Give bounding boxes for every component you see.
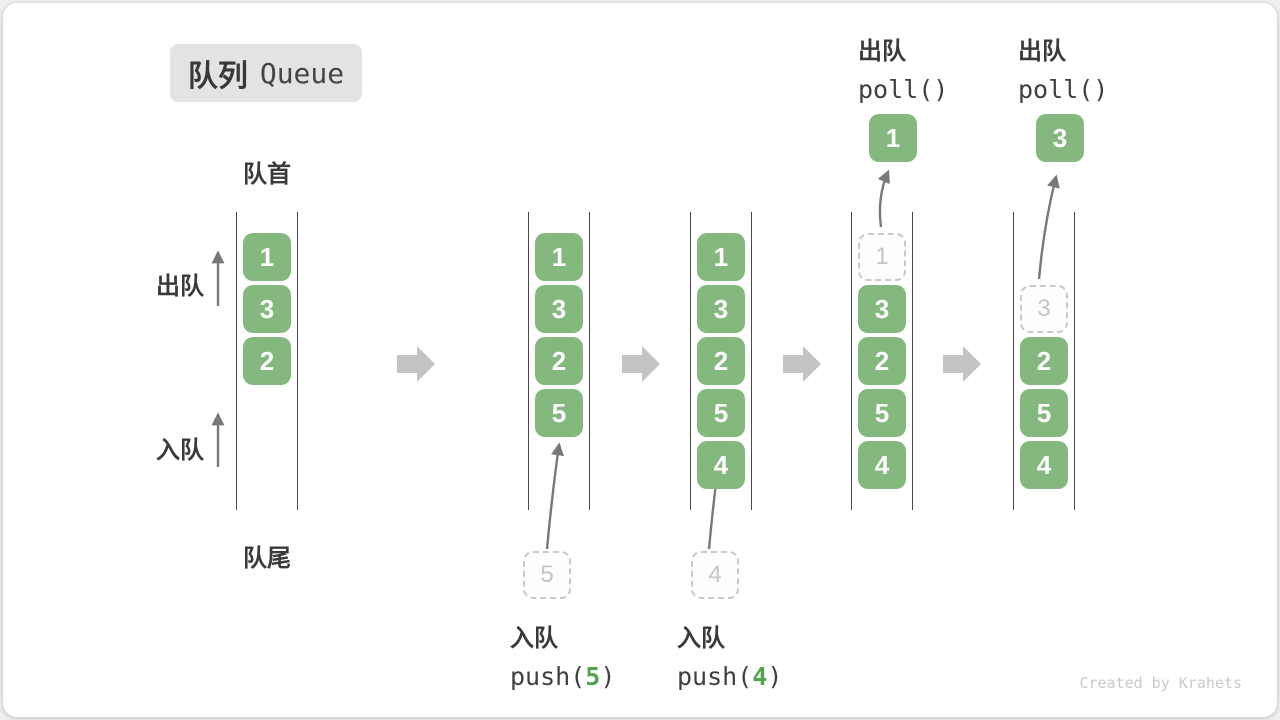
action-poll2: 出队 poll() (1018, 31, 1108, 104)
queue-element: 5 (858, 389, 906, 437)
queue-element: 4 (697, 441, 745, 489)
queue-element: 5 (1020, 389, 1068, 437)
action-poll1-code: poll() (858, 75, 949, 104)
queue-element: 3 (535, 285, 583, 333)
action-poll1: 出队 poll() (858, 31, 948, 104)
queue-element: 3 (858, 285, 906, 333)
popped-element-1: 1 (869, 114, 917, 162)
queue-element: 1 (535, 233, 583, 281)
queue-element: 2 (243, 337, 291, 385)
title-chinese: 队列 (187, 60, 248, 93)
queue-element: 4 (858, 441, 906, 489)
action-push5-code: push(5) (510, 662, 616, 691)
queue-element: 3 (697, 285, 745, 333)
action-poll2-code: poll() (1018, 75, 1109, 104)
action-poll1-label: 出队 (858, 38, 906, 65)
queue-element: 2 (535, 337, 583, 385)
queue-element: 1 (697, 233, 745, 281)
popped-element-3: 3 (1036, 114, 1084, 162)
queue-element: 4 (1020, 441, 1068, 489)
label-queue-front: 队首 (243, 161, 291, 188)
staged-element-4: 4 (691, 551, 739, 599)
diagram-card (3, 3, 1277, 717)
queue-element: 1 (243, 233, 291, 281)
action-push5: 入队 push(5) (510, 618, 615, 691)
queue-element: 5 (535, 389, 583, 437)
action-poll2-label: 出队 (1018, 38, 1066, 65)
label-dequeue-side: 出队 (156, 273, 204, 300)
queue-element-ghost: 3 (1020, 285, 1068, 333)
title-badge: 队列 Queue (170, 44, 362, 102)
action-push4-code: push(4) (677, 662, 783, 691)
queue-element-ghost: 1 (858, 233, 906, 281)
queue-element: 2 (697, 337, 745, 385)
label-queue-rear: 队尾 (243, 545, 291, 572)
title-english: Queue (259, 56, 345, 90)
queue-element: 5 (697, 389, 745, 437)
queue-element: 2 (1020, 337, 1068, 385)
queue-element: 3 (243, 285, 291, 333)
action-push4-label: 入队 (677, 625, 725, 652)
staged-element-5: 5 (523, 551, 571, 599)
action-push4: 入队 push(4) (677, 618, 782, 691)
watermark: Created by Krahets (1079, 674, 1242, 692)
queue-slot-empty (1020, 233, 1068, 281)
queue-element: 2 (858, 337, 906, 385)
label-enqueue-side: 入队 (156, 437, 204, 464)
action-push5-label: 入队 (510, 625, 558, 652)
